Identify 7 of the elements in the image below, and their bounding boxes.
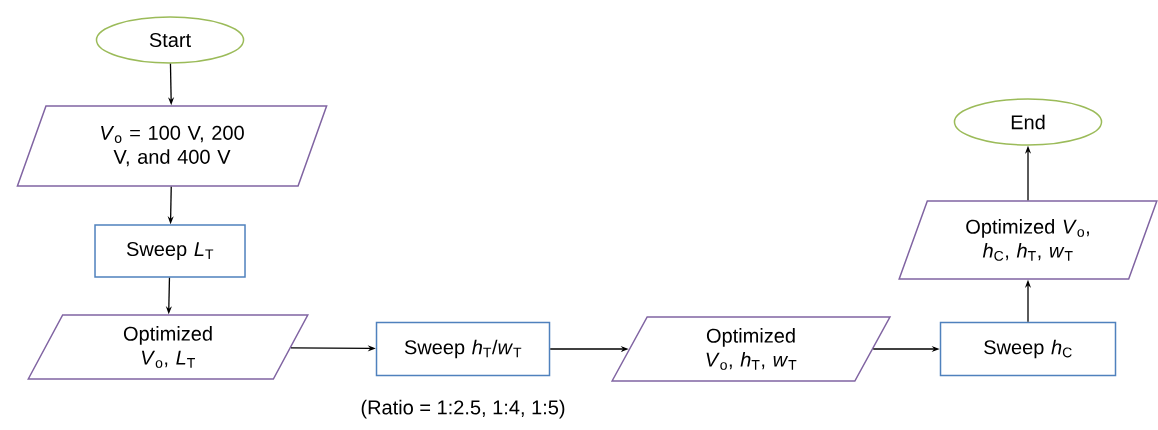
process-box: Sweep L$_{T}$ xyxy=(94,224,246,278)
data-parallelogram: V$_{o}$ = 100 V, 200 V, and 400 V xyxy=(16,105,328,187)
process-box: Sweep h$_{C}$ xyxy=(939,321,1117,377)
process-box: Sweep h$_{T}$/w$_{T}$ xyxy=(375,321,551,377)
data-parallelogram: Optimized V$_{o}$, L$_{T}$ xyxy=(27,314,309,380)
data-parallelogram: Optimized V$_{o}$, h$_{C}$, h$_{T}$, w$_{T}$ xyxy=(898,200,1158,280)
note-text: (Ratio = 1:2.5, 1:4, 1:5) xyxy=(361,399,565,419)
